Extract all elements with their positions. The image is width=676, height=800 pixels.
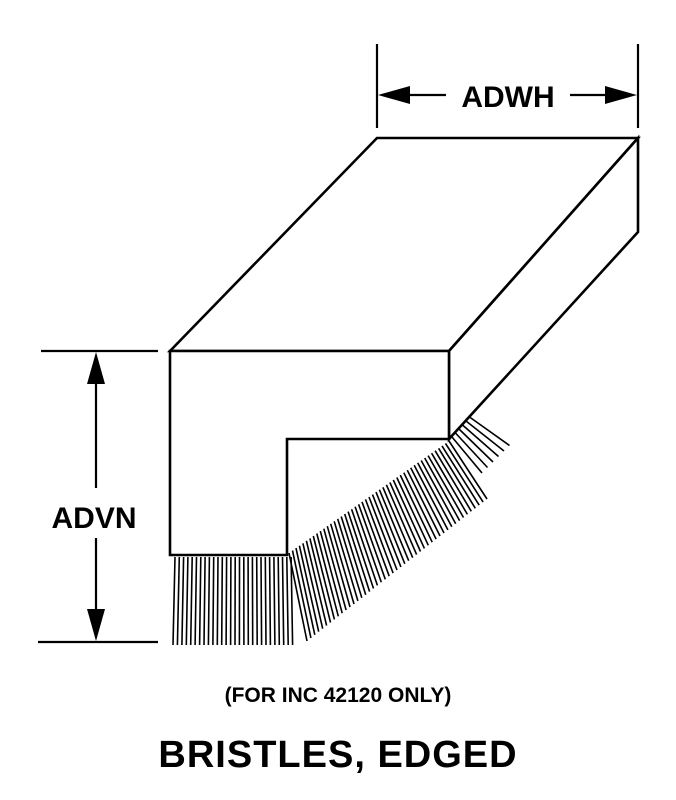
bristle — [212, 556, 215, 646]
diagram-title: BRISTLES, EDGED — [158, 734, 518, 776]
bristle — [309, 538, 332, 623]
bristle — [347, 511, 375, 589]
brush-block — [166, 134, 641, 557]
bristle — [340, 516, 367, 595]
bristle — [185, 556, 189, 646]
bristle — [302, 543, 324, 629]
bristle — [444, 442, 484, 503]
bristle — [420, 460, 457, 525]
bristle — [295, 547, 316, 635]
bristle — [399, 474, 433, 543]
bristle — [406, 469, 441, 537]
width-arrow-right — [605, 86, 637, 104]
bristle — [207, 556, 211, 646]
bristle — [371, 494, 402, 568]
bristle — [424, 457, 461, 521]
bristle — [225, 556, 228, 646]
bristle — [316, 533, 340, 617]
bristle — [350, 508, 379, 586]
bristle — [286, 556, 289, 646]
bristle — [333, 521, 359, 602]
bristle — [312, 535, 336, 620]
bristle — [413, 464, 449, 531]
bristle — [416, 462, 453, 528]
bristle — [454, 432, 489, 469]
bristle — [298, 545, 320, 632]
bristle — [382, 486, 414, 559]
bristle — [268, 556, 272, 646]
bristle — [288, 552, 308, 642]
bristle — [290, 556, 294, 646]
bristle — [194, 556, 198, 646]
width-dimension-label: ADWH — [461, 81, 554, 114]
bristle — [305, 540, 328, 626]
block-front-face — [168, 349, 451, 557]
height-dimension — [38, 349, 158, 644]
bristle — [264, 556, 267, 646]
bristle — [437, 447, 476, 509]
bristle — [189, 556, 193, 646]
bristle — [427, 455, 465, 518]
height-arrow-top — [87, 352, 105, 384]
width-dimension — [375, 44, 640, 128]
bristle — [409, 467, 445, 534]
bristle — [172, 556, 176, 646]
height-arrow-bottom — [87, 609, 105, 641]
width-arrow-left — [378, 86, 410, 104]
bristle — [260, 556, 263, 646]
bristle — [354, 506, 383, 583]
bristle — [176, 556, 181, 646]
bristle — [448, 440, 488, 500]
inc-note: (FOR INC 42120 ONLY) — [224, 684, 452, 707]
bristle — [329, 523, 355, 605]
bristle — [220, 556, 224, 646]
bristle — [465, 420, 505, 452]
bristle — [385, 484, 418, 555]
bristle — [357, 504, 387, 580]
bristle — [392, 479, 426, 549]
bristle — [291, 550, 312, 639]
bristle — [255, 556, 258, 646]
height-dimension-label: ADVN — [51, 502, 136, 535]
bristle — [281, 556, 285, 646]
bristles — [172, 416, 510, 646]
bristle — [326, 525, 351, 608]
bristle — [403, 472, 437, 540]
bristle — [181, 556, 185, 646]
bristle — [451, 436, 483, 474]
bristle — [434, 450, 472, 512]
bristle — [216, 556, 219, 646]
bristle — [368, 496, 398, 571]
bristle — [361, 501, 390, 577]
bristle — [198, 556, 202, 646]
bristle — [203, 556, 206, 646]
bristle — [375, 491, 406, 565]
bristle — [430, 452, 469, 515]
bristle — [277, 556, 281, 646]
bristle — [343, 513, 371, 592]
bristle — [378, 489, 410, 562]
bristle — [364, 499, 394, 574]
bristle — [336, 518, 363, 599]
bristle — [319, 530, 343, 614]
bristle — [323, 528, 347, 611]
bristle — [461, 424, 500, 458]
bristle — [458, 428, 494, 463]
bristle — [389, 482, 422, 552]
bristle — [273, 556, 276, 646]
bristle — [396, 477, 430, 546]
bristle — [469, 416, 510, 447]
bristle — [441, 445, 480, 506]
